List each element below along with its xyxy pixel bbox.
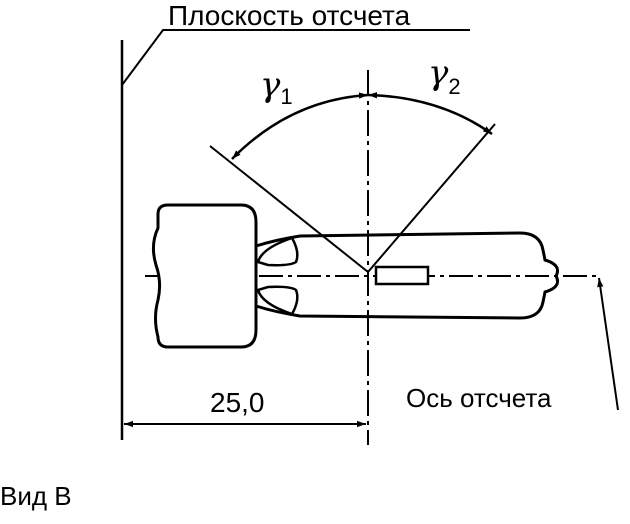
reference-plane-label: Плоскость отсчета: [168, 0, 411, 31]
gamma1-label: γ1: [260, 65, 293, 109]
reference-axis-leader: [597, 277, 619, 411]
lamp-bulb: [255, 231, 560, 320]
filament: [374, 265, 430, 286]
dimension-label: 25,0: [210, 387, 265, 418]
reference-axis-label: Ось отсчета: [406, 383, 552, 413]
gamma2-arc: [367, 92, 493, 136]
gamma1-arc: [231, 92, 369, 160]
view-label: Вид В: [0, 481, 72, 511]
gamma2-ray: [367, 123, 496, 273]
lamp-base: [151, 203, 258, 349]
gamma2-label: γ2: [428, 53, 461, 99]
upper-seal: [256, 236, 299, 267]
gamma1-ray: [209, 145, 369, 273]
reference-plane-leader: [121, 29, 470, 86]
lower-seal: [256, 285, 299, 316]
